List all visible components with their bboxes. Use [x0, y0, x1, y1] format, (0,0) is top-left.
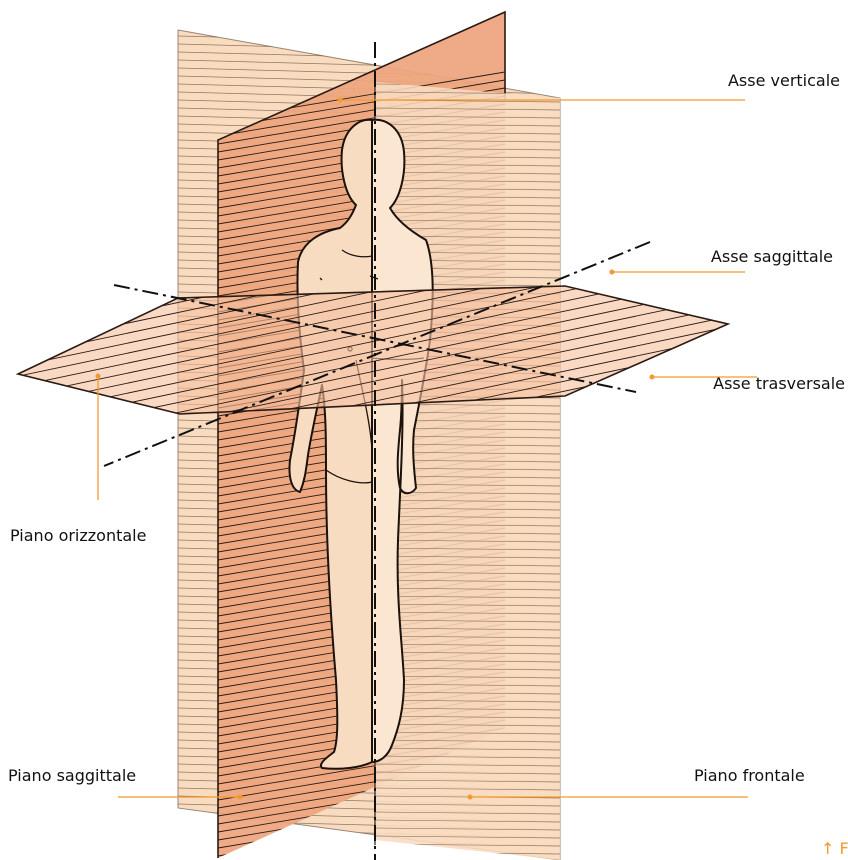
label-horizontal-plane: Piano orizzontale: [10, 526, 146, 545]
hatch-line: [218, 848, 505, 860]
label-transverse-axis: Asse trasversale: [713, 374, 845, 393]
horizontal-plane-surface: [18, 286, 728, 414]
label-sagittal-axis: Asse saggittale: [711, 247, 833, 266]
label-sagittal-plane: Piano saggittale: [8, 766, 136, 785]
label-frontal-plane: Piano frontale: [694, 766, 805, 785]
label-vertical-axis: Asse verticale: [728, 71, 840, 90]
corner-note: ↑ F: [821, 839, 848, 858]
